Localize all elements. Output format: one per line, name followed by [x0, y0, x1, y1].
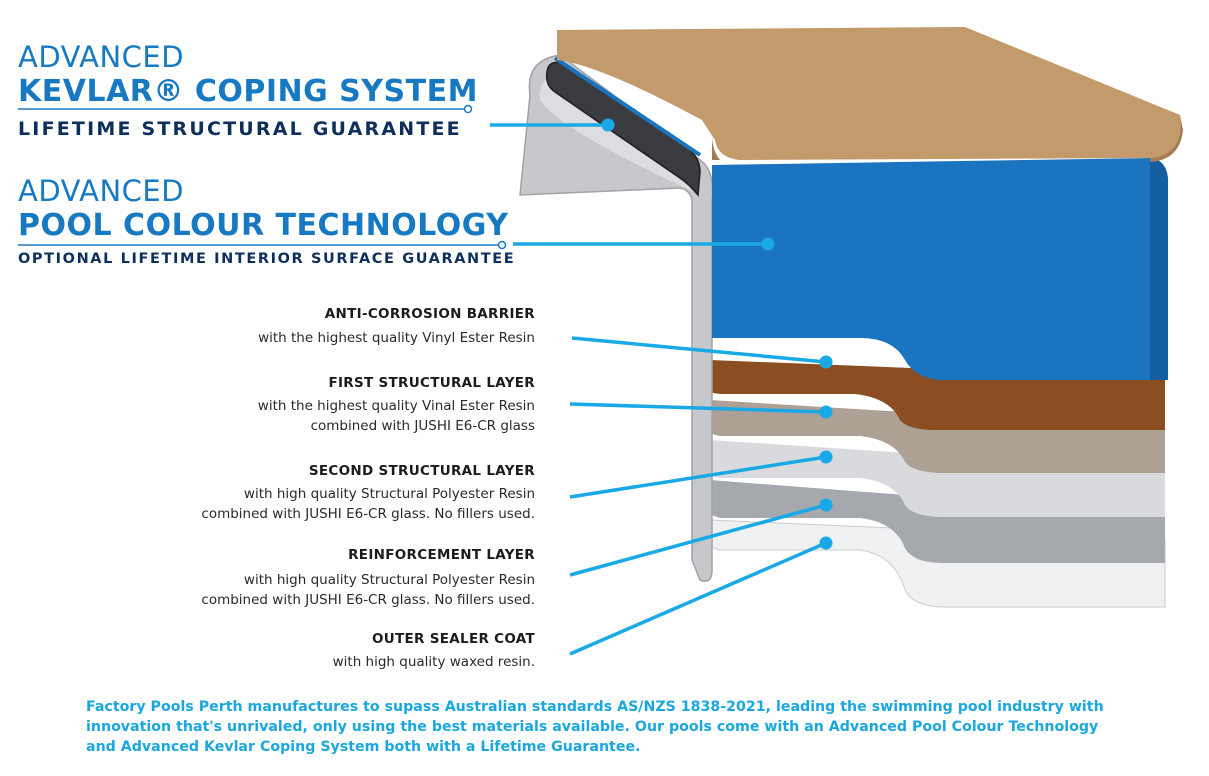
- layer-desc-second-structural-1: with high quality Structural Polyester R…: [243, 486, 535, 502]
- layer-title-anti-corrosion: ANTI-CORROSION BARRIER: [324, 306, 535, 322]
- pool-colour-heading-line1: ADVANCED: [18, 174, 185, 208]
- anti-corrosion-barrier-layer: [700, 195, 1165, 430]
- layer-desc-reinforcement-1: with high quality Structural Polyester R…: [243, 572, 535, 588]
- kevlar-heading-line2: KEVLAR® COPING SYSTEM: [18, 74, 478, 109]
- pool-colour-heading-line2: POOL COLOUR TECHNOLOGY: [18, 208, 509, 243]
- layer-desc-first-structural-1: with the highest quality Vinal Ester Res…: [257, 398, 535, 414]
- second-structural-layer: [700, 195, 1165, 517]
- layer-desc-anti-corrosion: with the highest quality Vinyl Ester Res…: [258, 330, 535, 346]
- layer-desc-outer-sealer: with high quality waxed resin.: [332, 654, 535, 670]
- layer-title-reinforcement: REINFORCEMENT LAYER: [348, 547, 535, 563]
- layer-desc-reinforcement-2: combined with JUSHI E6-CR glass. No fill…: [201, 592, 535, 608]
- layer-title-first-structural: FIRST STRUCTURAL LAYER: [328, 375, 535, 391]
- coping-support-wall: [519, 54, 714, 582]
- layer-title-second-structural: SECOND STRUCTURAL LAYER: [308, 463, 535, 479]
- kevlar-heading-line1: ADVANCED: [18, 40, 185, 74]
- footer-description: Factory Pools Perth manufactures to supa…: [86, 699, 1104, 755]
- kevlar-guarantee: LIFETIME STRUCTURAL GUARANTEE: [18, 118, 462, 140]
- pool-colour-surface: [712, 158, 1168, 380]
- layer-desc-second-structural-2: combined with JUSHI E6-CR glass. No fill…: [201, 506, 535, 522]
- layer-desc-first-structural-2: combined with JUSHI E6-CR glass: [310, 418, 535, 434]
- pool-colour-guarantee: OPTIONAL LIFETIME INTERIOR SURFACE GUARA…: [18, 251, 516, 267]
- layer-title-outer-sealer: OUTER SEALER COAT: [371, 631, 535, 647]
- reinforcement-layer: [700, 195, 1165, 563]
- kevlar-strip: [545, 61, 701, 197]
